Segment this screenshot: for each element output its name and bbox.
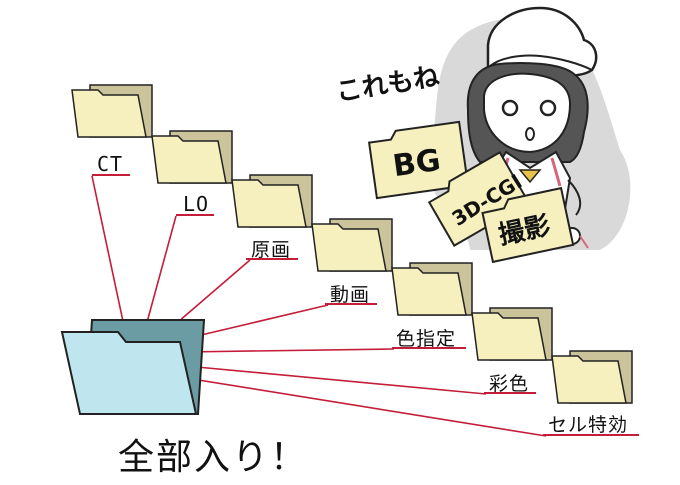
main-folder-caption: 全部入り！ bbox=[118, 437, 309, 478]
folder-staircase bbox=[71, 84, 633, 404]
folder-icon bbox=[391, 262, 473, 316]
folder-icon bbox=[471, 307, 553, 361]
connector-lines bbox=[91, 175, 547, 437]
extra-folders bbox=[367, 120, 575, 264]
folder-label-cel-effects: セル特効 bbox=[548, 414, 629, 436]
connector-line bbox=[145, 215, 177, 327]
label-underline bbox=[176, 214, 214, 216]
folder-label-lo: LO bbox=[183, 192, 210, 216]
folder-icon bbox=[231, 174, 313, 228]
extra-folder-label-bg: BG bbox=[390, 142, 443, 185]
connector-line bbox=[183, 348, 395, 353]
folder-icon bbox=[551, 350, 633, 404]
folder-label-douga: 動画 bbox=[330, 284, 371, 306]
main-folder bbox=[60, 319, 206, 415]
folder-label-ct: CT bbox=[97, 152, 124, 176]
label-underline bbox=[392, 347, 466, 349]
label-underline bbox=[325, 303, 377, 305]
folder-label-iroshitei: 色指定 bbox=[396, 328, 457, 350]
extra-folder-icon bbox=[427, 151, 531, 247]
connector-line bbox=[179, 304, 329, 341]
connector-line bbox=[91, 175, 125, 327]
folder-label-saishiki: 彩色 bbox=[489, 373, 530, 395]
folder-icon bbox=[71, 84, 153, 138]
connector-line bbox=[185, 365, 487, 395]
extra-folder-icon bbox=[481, 186, 575, 264]
folder-label-genga: 原画 bbox=[251, 239, 292, 261]
folder-icon bbox=[151, 130, 233, 184]
folder-icon bbox=[311, 218, 393, 272]
extra-folder-icon bbox=[367, 120, 470, 200]
label-underline bbox=[484, 392, 536, 394]
label-underline bbox=[246, 258, 298, 260]
label-underline bbox=[543, 434, 639, 436]
main-folder-front bbox=[60, 331, 198, 415]
label-underline bbox=[92, 174, 130, 176]
connector-line bbox=[185, 377, 547, 437]
